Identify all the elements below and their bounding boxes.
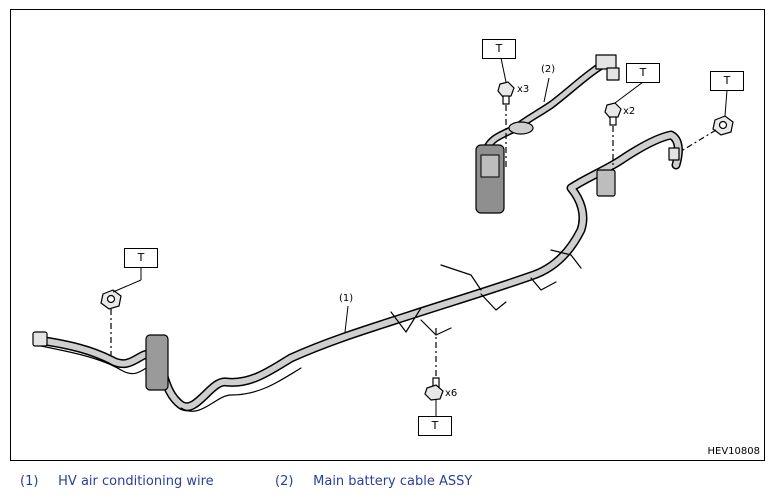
callout-1: (1) <box>339 293 354 304</box>
torque-box-mid: T <box>626 63 660 83</box>
callout-2: (2) <box>541 64 556 75</box>
legend-number: (2) <box>275 474 294 489</box>
wiring-illustration <box>32 54 734 417</box>
bolt-mid <box>604 102 622 170</box>
main-battery-cable <box>475 54 620 214</box>
hv-ac-wire <box>32 130 683 412</box>
bolt-bottom <box>424 328 444 401</box>
bolt-count-top: x3 <box>517 84 530 95</box>
figure-id: HEV10808 <box>707 446 761 457</box>
legend-item-1: (1) HV air conditioning wire <box>20 474 214 489</box>
legend-text: Main battery cable ASSY <box>313 474 473 489</box>
torque-box-bottom: T <box>418 416 452 436</box>
bolt-count-mid: x2 <box>623 106 636 117</box>
torque-box-right: T <box>710 71 744 91</box>
callout-leaders <box>344 77 550 333</box>
nut-left <box>100 289 122 355</box>
legend-text: HV air conditioning wire <box>58 474 214 489</box>
legend: (1) HV air conditioning wire (2) Main ba… <box>0 470 774 494</box>
nut-right <box>682 115 734 151</box>
torque-box-left: T <box>124 248 158 268</box>
torque-leaders <box>112 57 728 417</box>
bolt-top <box>497 81 515 170</box>
torque-box-top: T <box>482 39 516 59</box>
illustration-frame: T T T T T x3 x2 x6 (1) (2) HEV10808 <box>10 9 765 461</box>
legend-number: (1) <box>20 474 39 489</box>
bolt-count-bottom: x6 <box>445 388 458 399</box>
legend-item-2: (2) Main battery cable ASSY <box>275 474 472 489</box>
